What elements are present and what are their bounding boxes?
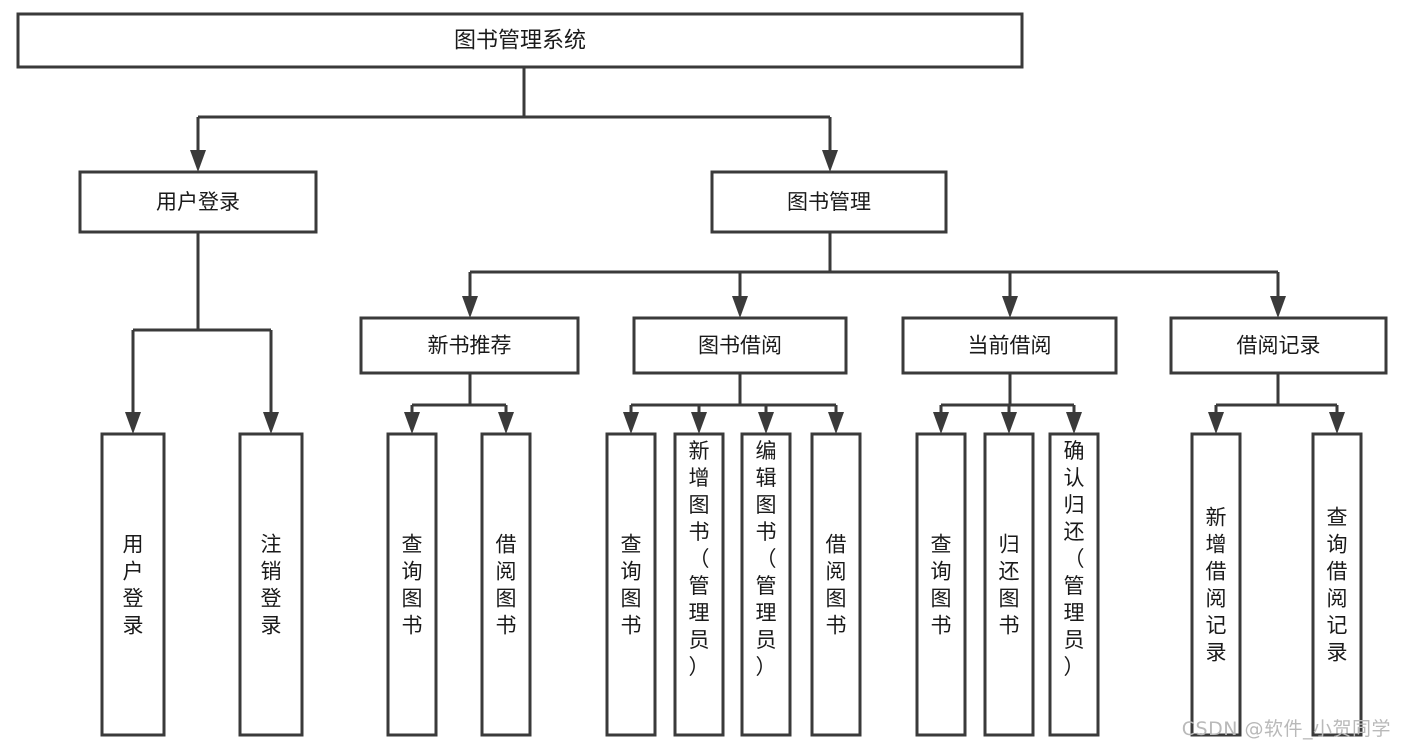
current-borrow-to-current-query-book-arrow-icon — [933, 412, 949, 434]
node-box-root[interactable] — [16, 12, 1024, 69]
book-borrow-to-borrow-add-book-arrow-icon — [691, 412, 707, 434]
node-label-borrow-record: 借阅记录 — [1237, 334, 1321, 358]
new-book-recommend-to-recommend-query-book-arrow-icon — [404, 412, 420, 434]
node-user-login-login[interactable]: 用户登录 — [100, 432, 166, 737]
node-box-borrow-record[interactable] — [1169, 316, 1388, 375]
node-box-current-query-book[interactable] — [915, 432, 967, 737]
node-root[interactable]: 图书管理系统 — [16, 12, 1024, 69]
node-box-borrow-borrow-book[interactable] — [810, 432, 862, 737]
new-book-recommend-to-recommend-borrow-book-arrow-icon — [498, 412, 514, 434]
node-label-current-confirm-return: 确认归还（管理员） — [1064, 439, 1085, 679]
node-box-book-borrow[interactable] — [632, 316, 848, 375]
user-login-to-user-login-login-arrow-icon — [125, 412, 141, 434]
node-label-borrow-borrow-book: 借阅图书 — [826, 533, 847, 638]
node-box-borrow-edit-book[interactable] — [740, 432, 792, 737]
node-label-user-login: 用户登录 — [156, 190, 240, 214]
node-box-record-add[interactable] — [1190, 432, 1242, 737]
node-label-record-query: 查询借阅记录 — [1327, 506, 1348, 665]
node-label-user-login-logout: 注销登录 — [261, 533, 282, 638]
node-box-current-return-book[interactable] — [983, 432, 1035, 737]
node-current-return-book[interactable]: 归还图书 — [983, 432, 1035, 737]
node-current-query-book[interactable]: 查询图书 — [915, 432, 967, 737]
node-book-borrow[interactable]: 图书借阅 — [632, 316, 848, 375]
node-label-borrow-edit-book: 编辑图书（管理员） — [756, 439, 777, 679]
node-current-borrow[interactable]: 当前借阅 — [901, 316, 1118, 375]
node-box-current-borrow[interactable] — [901, 316, 1118, 375]
node-recommend-borrow-book[interactable]: 借阅图书 — [480, 432, 532, 737]
book-borrow-to-borrow-borrow-book-arrow-icon — [828, 412, 844, 434]
node-borrow-record[interactable]: 借阅记录 — [1169, 316, 1388, 375]
borrow-record-to-record-add-arrow-icon — [1208, 412, 1224, 434]
node-borrow-edit-book[interactable]: 编辑图书（管理员） — [740, 432, 792, 737]
node-label-book-manage: 图书管理 — [787, 190, 871, 214]
borrow-record-to-record-query-arrow-icon — [1329, 412, 1345, 434]
node-label-root: 图书管理系统 — [454, 29, 586, 54]
node-box-user-login[interactable] — [78, 170, 318, 234]
node-book-manage[interactable]: 图书管理 — [710, 170, 948, 234]
node-box-recommend-borrow-book[interactable] — [480, 432, 532, 737]
book-borrow-to-borrow-edit-book-arrow-icon — [758, 412, 774, 434]
node-label-record-add: 新增借阅记录 — [1206, 506, 1227, 665]
node-recommend-query-book[interactable]: 查询图书 — [386, 432, 438, 737]
book-manage-to-current-borrow-arrow-icon — [1002, 296, 1018, 318]
node-label-book-borrow: 图书借阅 — [698, 334, 782, 358]
book-manage-to-borrow-record-arrow-icon — [1270, 296, 1286, 318]
node-label-new-book-recommend: 新书推荐 — [428, 334, 512, 358]
book-borrow-to-borrow-query-book-arrow-icon — [623, 412, 639, 434]
node-label-borrow-query-book: 查询图书 — [621, 533, 642, 638]
node-new-book-recommend[interactable]: 新书推荐 — [359, 316, 580, 375]
node-box-borrow-add-book[interactable] — [673, 432, 725, 737]
connector-edges — [125, 67, 1345, 434]
node-label-recommend-query-book: 查询图书 — [402, 533, 423, 638]
node-boxes: 图书管理系统用户登录图书管理用户登录注销登录新书推荐查询图书借阅图书图书借阅查询… — [16, 12, 1388, 737]
root-to-book-manage-arrow-icon — [822, 150, 838, 172]
csdn-watermark: CSDN @软件_小贺同学 — [1181, 718, 1391, 740]
node-label-user-login-login: 用户登录 — [123, 533, 144, 638]
node-label-recommend-borrow-book: 借阅图书 — [496, 533, 517, 638]
book-manage-to-book-borrow-arrow-icon — [732, 296, 748, 318]
root-to-user-login-arrow-icon — [190, 150, 206, 172]
user-login-to-user-login-logout-arrow-icon — [263, 412, 279, 434]
node-user-login-logout[interactable]: 注销登录 — [238, 432, 304, 737]
book-manage-to-new-book-recommend-arrow-icon — [462, 296, 478, 318]
node-record-query[interactable]: 查询借阅记录 — [1311, 432, 1363, 737]
node-box-current-confirm-return[interactable] — [1048, 432, 1100, 737]
node-box-user-login-login[interactable] — [100, 432, 166, 737]
node-current-confirm-return[interactable]: 确认归还（管理员） — [1048, 432, 1100, 737]
node-box-record-query[interactable] — [1311, 432, 1363, 737]
node-borrow-borrow-book[interactable]: 借阅图书 — [810, 432, 862, 737]
node-box-new-book-recommend[interactable] — [359, 316, 580, 375]
node-label-borrow-add-book: 新增图书（管理员） — [689, 439, 710, 679]
node-user-login[interactable]: 用户登录 — [78, 170, 318, 234]
node-borrow-add-book[interactable]: 新增图书（管理员） — [673, 432, 725, 737]
current-borrow-to-current-return-book-arrow-icon — [1001, 412, 1017, 434]
node-box-recommend-query-book[interactable] — [386, 432, 438, 737]
node-record-add[interactable]: 新增借阅记录 — [1190, 432, 1242, 737]
node-borrow-query-book[interactable]: 查询图书 — [605, 432, 657, 737]
node-box-book-manage[interactable] — [710, 170, 948, 234]
node-label-current-return-book: 归还图书 — [999, 533, 1020, 638]
current-borrow-to-current-confirm-return-arrow-icon — [1066, 412, 1082, 434]
node-label-current-borrow: 当前借阅 — [968, 334, 1052, 358]
node-box-borrow-query-book[interactable] — [605, 432, 657, 737]
node-box-user-login-logout[interactable] — [238, 432, 304, 737]
node-label-current-query-book: 查询图书 — [931, 533, 952, 638]
